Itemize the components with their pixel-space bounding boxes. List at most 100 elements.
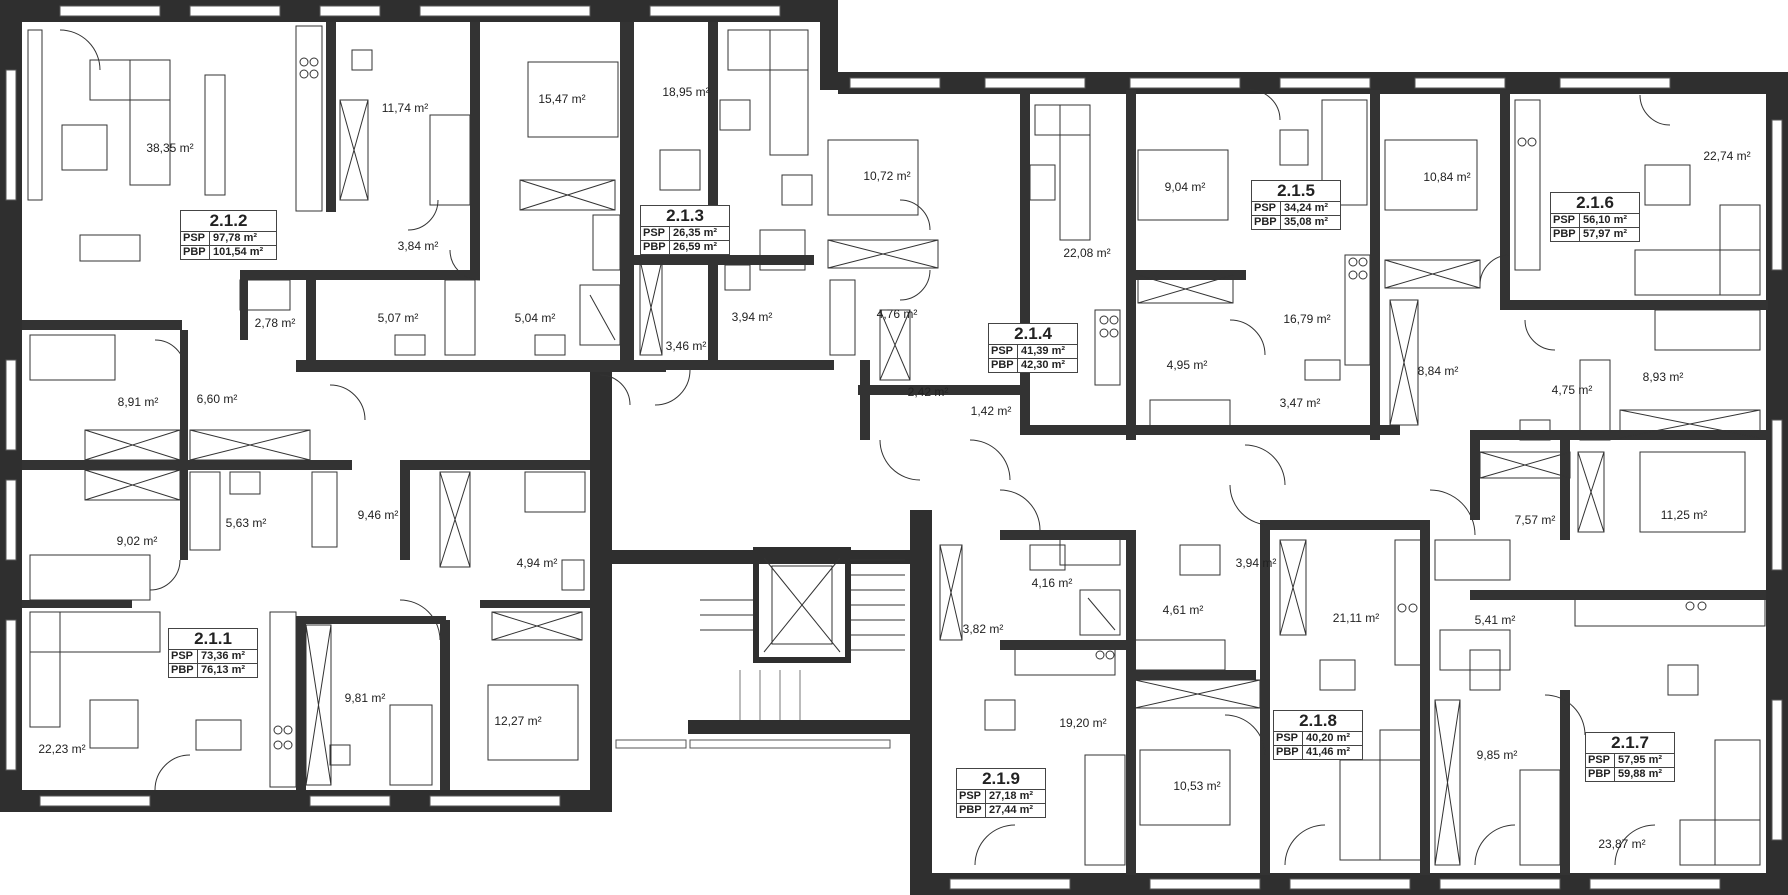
room-area: 10,53 m² [1173,779,1220,793]
psp-label: PSP [1551,214,1580,227]
psp-label: PSP [181,232,210,245]
pbp-label: PBP [957,804,986,817]
interior-walls [22,22,1770,875]
pbp-value: 41,46 m² [1306,746,1351,758]
room-area: 5,41 m² [1475,613,1516,627]
pbp-label: PBP [989,359,1018,372]
room-area: 15,47 m² [538,92,585,106]
pbp-label: PBP [1551,228,1580,241]
psp-value: 40,20 m² [1306,732,1351,744]
pbp-label: PBP [1274,746,1303,759]
doors [59,29,1671,866]
furniture [27,25,1766,866]
pbp-value: 57,97 m² [1583,228,1628,240]
psp-value: 41,39 m² [1021,345,1066,357]
room-area: 4,61 m² [1163,603,1204,617]
psp-value: 56,10 m² [1583,214,1628,226]
pbp-value: 27,44 m² [989,804,1034,816]
psp-value: 57,95 m² [1618,754,1663,766]
room-area: 3,84 m² [398,239,439,253]
room-area: 9,81 m² [345,691,386,705]
room-area: 23,87 m² [1598,837,1645,851]
room-area: 16,79 m² [1283,312,1330,326]
apartment-id: 2.1.6 [1576,193,1614,212]
room-area: 4,95 m² [1167,358,1208,372]
psp-label: PSP [641,227,670,240]
room-area: 5,63 m² [226,516,267,530]
room-area: 4,94 m² [517,556,558,570]
room-area: 3,94 m² [732,310,773,324]
room-area: 22,23 m² [38,742,85,756]
pbp-value: 59,88 m² [1618,768,1663,780]
psp-value: 27,18 m² [989,790,1034,802]
room-area: 8,93 m² [1643,370,1684,384]
stair-core [700,547,905,720]
pbp-value: 76,13 m² [201,664,246,676]
apartment-id: 2.1.8 [1299,711,1337,730]
room-area: 10,84 m² [1423,170,1470,184]
psp-value: 34,24 m² [1284,202,1329,214]
pbp-value: 101,54 m² [213,246,264,258]
room-area: 3,46 m² [666,339,707,353]
room-area: 21,11 m² [1333,611,1379,625]
room-area: 4,75 m² [1552,383,1593,397]
room-area: 9,85 m² [1477,748,1518,762]
room-area: 2,42 m² [908,385,949,399]
room-area: 2,78 m² [255,316,296,330]
pbp-value: 42,30 m² [1021,359,1066,371]
room-area: 19,20 m² [1059,716,1106,730]
psp-label: PSP [1252,202,1281,215]
room-area: 9,46 m² [358,508,399,522]
room-area: 1,42 m² [971,404,1012,418]
room-area: 4,16 m² [1032,576,1073,590]
room-labels: 38,35 m² 11,74 m² 15,47 m² 18,95 m² 10,7… [38,85,1750,851]
psp-value: 97,78 m² [213,232,258,244]
pbp-label: PBP [1586,768,1615,781]
apartment-id: 2.1.9 [982,769,1020,788]
room-area: 3,47 m² [1280,396,1321,410]
room-area: 11,74 m² [382,101,428,115]
windows [5,5,1783,890]
psp-label: PSP [989,345,1018,358]
room-area: 11,25 m² [1661,508,1707,522]
apartment-id: 2.1.4 [1014,324,1052,343]
psp-label: PSP [1274,732,1303,745]
apartment-id: 2.1.1 [194,629,232,648]
pbp-label: PBP [181,246,210,259]
psp-value: 73,36 m² [201,650,246,662]
room-area: 38,35 m² [146,141,193,155]
psp-label: PSP [1586,754,1615,767]
room-area: 6,60 m² [197,392,238,406]
apartment-id: 2.1.2 [209,211,248,230]
pbp-value: 35,08 m² [1284,216,1329,228]
apartment-id: 2.1.3 [666,206,704,225]
room-area: 4,76 m² [877,307,918,321]
psp-label: PSP [169,650,198,663]
pbp-label: PBP [169,664,198,677]
room-area: 9,04 m² [1165,180,1206,194]
pbp-label: PBP [1252,216,1281,229]
